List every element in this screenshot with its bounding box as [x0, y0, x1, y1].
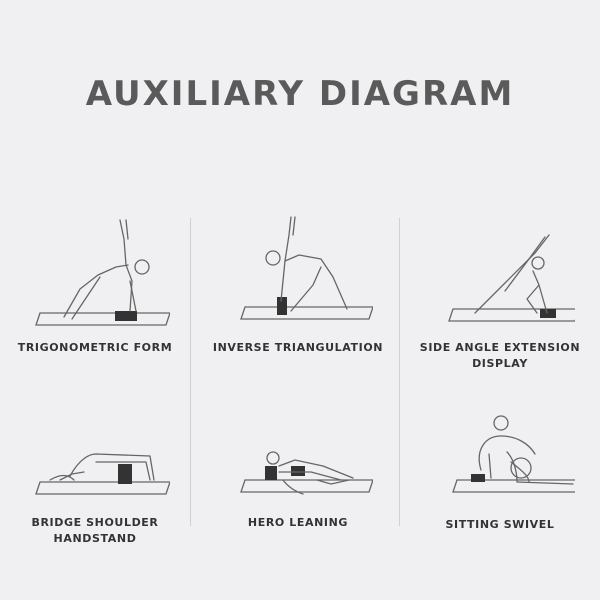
- pose-card-hero: HERO LEANING: [208, 450, 388, 531]
- reclining-hero-pose-icon: [240, 451, 373, 495]
- column-divider-left: [190, 218, 191, 526]
- pose-card-bridge: BRIDGE SHOULDER HANDSTAND: [5, 450, 185, 547]
- pose-card-side-angle: SIDE ANGLE EXTENSION DISPLAY: [410, 215, 590, 372]
- side-angle-pose-icon: [448, 234, 575, 322]
- page-title: AUXILIARY DIAGRAM: [85, 74, 515, 114]
- pose-label: HERO LEANING: [247, 516, 349, 529]
- pose-label: INVERSE TRIANGULATION: [212, 341, 384, 354]
- revolved-triangle-pose-icon: [240, 216, 373, 320]
- seated-twist-pose-icon: [452, 415, 575, 493]
- column-divider-right: [399, 218, 400, 526]
- bridge-pose-icon: [35, 453, 170, 495]
- pose-card-seated-twist: SITTING SWIVEL: [410, 410, 590, 533]
- pose-card-triangle: TRIGONOMETRIC FORM: [5, 215, 185, 356]
- pose-label: TRIGONOMETRIC FORM: [17, 341, 173, 354]
- pose-card-revolved-triangle: INVERSE TRIANGULATION: [208, 215, 388, 356]
- pose-label: SIDE ANGLE EXTENSION DISPLAY: [419, 341, 581, 370]
- pose-label: BRIDGE SHOULDER HANDSTAND: [31, 516, 159, 545]
- pose-label: SITTING SWIVEL: [445, 518, 555, 531]
- triangle-pose-icon: [35, 219, 170, 326]
